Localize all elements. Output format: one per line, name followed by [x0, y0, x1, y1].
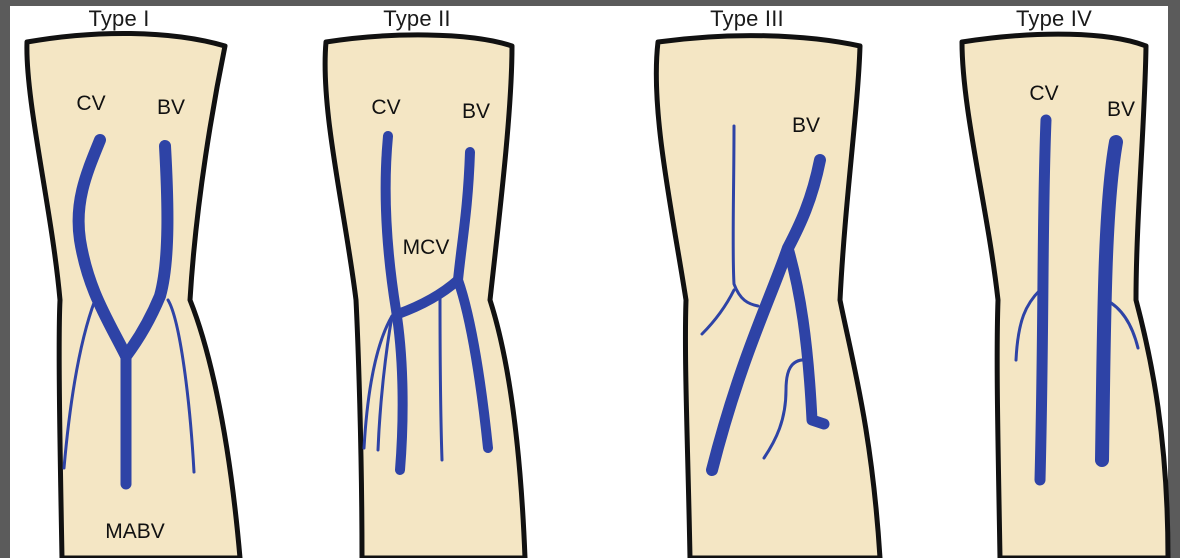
label-mcv-type-2: MCV [403, 236, 450, 260]
arm-outline-type-4 [962, 34, 1168, 558]
label-bv-type-3: BV [792, 114, 820, 138]
arm-outline-type-2 [325, 35, 525, 558]
label-bv-type-1: BV [157, 96, 185, 120]
label-cv-type-1: CV [76, 92, 105, 116]
label-mabv-type-1: MABV [105, 520, 165, 544]
arm-outline-type-1 [27, 33, 240, 558]
panel-title-type-3: Type III [710, 6, 784, 32]
label-bv-type-4: BV [1107, 98, 1135, 122]
label-cv-type-2: CV [371, 96, 400, 120]
label-bv-type-2: BV [462, 100, 490, 124]
panel-title-type-1: Type I [88, 6, 149, 32]
panel-title-type-2: Type II [383, 6, 450, 32]
panel-title-type-4: Type IV [1016, 6, 1092, 32]
vein-cv-type-4 [1040, 120, 1046, 480]
label-cv-type-4: CV [1029, 82, 1058, 106]
